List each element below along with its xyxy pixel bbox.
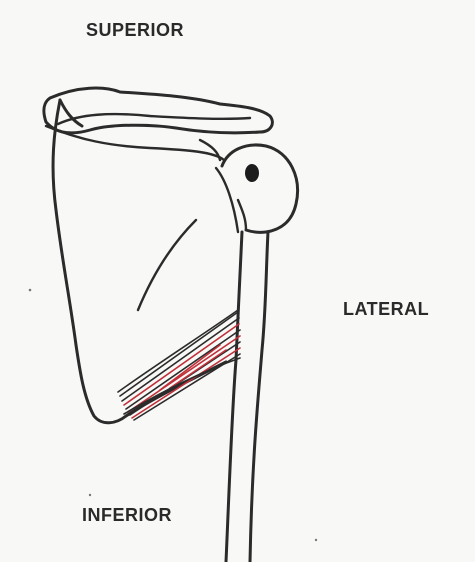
acromion-outline <box>44 88 272 133</box>
acromion-inner-curve <box>58 114 250 124</box>
muscle-fiber <box>170 350 226 388</box>
speck <box>29 289 32 292</box>
humeral-head-spot <box>245 164 259 182</box>
muscle-fiber <box>126 330 240 409</box>
speck <box>89 494 91 496</box>
humerus-shaft-medial <box>226 232 242 562</box>
scapula-lateral-border <box>216 168 238 232</box>
humeral-head-outline <box>222 145 298 232</box>
muscle-fibers <box>118 310 240 420</box>
humerus-shaft-lateral <box>250 232 268 562</box>
speck <box>315 539 317 541</box>
humerus-shaft <box>226 232 268 562</box>
muscle-edge <box>118 310 238 392</box>
humerus-head <box>222 145 298 232</box>
scapular-fossa-line <box>138 220 196 310</box>
humeral-neck <box>238 200 246 230</box>
